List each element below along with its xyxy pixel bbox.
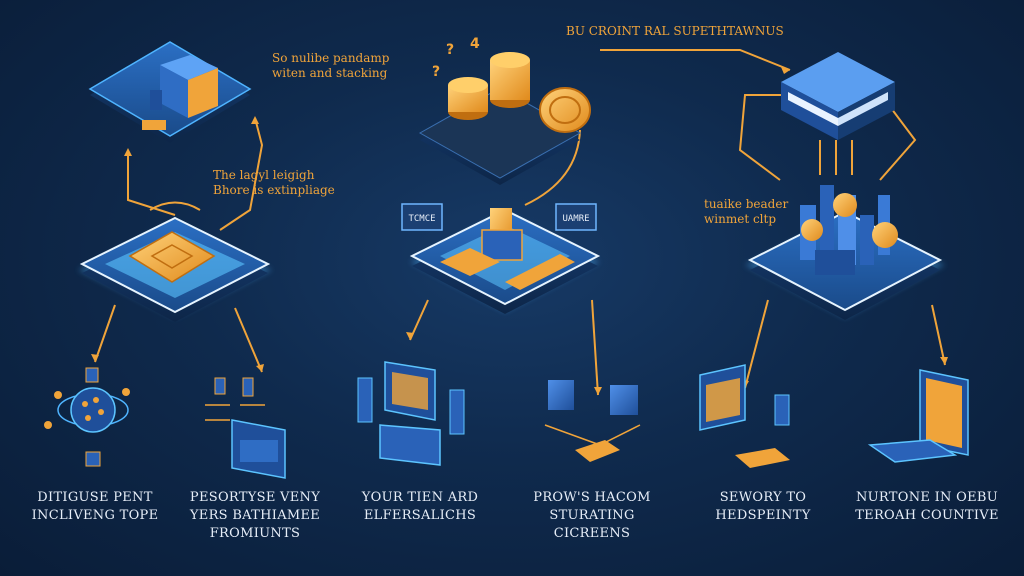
network-sphere-icon <box>44 367 130 467</box>
caption-line: FROMIUNTS <box>209 526 301 541</box>
note-top-left: So nulibe pandamp witen and stacking <box>272 51 389 81</box>
caption-line: STURATING <box>549 508 635 523</box>
caption-line: CICREENS <box>553 526 631 541</box>
coin-icon <box>539 87 591 133</box>
caption-line: YOUR TIEN ARD <box>361 490 479 505</box>
caption-line: PESORTYSE VENY <box>189 490 321 505</box>
caption-1: DITIGUSE PENT INCLIVENG TOPE <box>20 489 170 525</box>
connector-tl-loop <box>149 201 201 211</box>
note-mid-right: tuaike beader winmet cltp <box>704 197 788 227</box>
caption-line: ELFERSALICHS <box>363 508 477 523</box>
caption-line: DITIGUSE PENT <box>37 490 153 505</box>
caption-3: YOUR TIEN ARD ELFERSALICHS <box>345 489 495 525</box>
connector-r-bottomright <box>931 304 946 366</box>
connector-tl-right <box>219 117 264 231</box>
note-mid-left-line-1: The lagyl leigigh <box>213 168 315 182</box>
label-panel-right-text: UAMRE <box>562 214 589 224</box>
platform-top-left <box>88 41 252 143</box>
caption-2: PESORTYSE VENY YERS BATHIAMEE FROMIUNTS <box>180 489 330 543</box>
caption-line: INCLIVENG TOPE <box>31 508 159 523</box>
connector-l-bottomright <box>234 307 263 373</box>
caption-line: SEWORY TO <box>719 490 807 505</box>
connector-l-bottomleft <box>94 304 116 363</box>
label-panel-left <box>401 203 443 231</box>
note-top-center: BU CROINT RAL SUPETHTAWNUS <box>566 24 784 38</box>
laptop-icon <box>357 361 465 466</box>
caption-5: SEWORY TO HEDSPEINTY <box>688 489 838 525</box>
processor-chip-icon <box>128 231 216 283</box>
note-mid-left-line-2: Bhore is extinpliage <box>213 183 335 197</box>
platform-left <box>78 216 272 322</box>
caption-line: NURTONE IN OEBU <box>855 490 998 505</box>
server-block <box>781 52 895 140</box>
platform-center <box>409 208 601 314</box>
connector-r-left-loop <box>738 94 800 181</box>
caption-line: YERS BATHIAMEE <box>189 508 321 523</box>
dashboard-panel-icon <box>205 377 286 479</box>
label-panel-right <box>555 203 597 231</box>
connector-r-right-loop <box>879 99 917 181</box>
caption-4: PROW'S HACOM STURATING CICREENS <box>517 489 667 543</box>
connector-c-right <box>591 299 599 396</box>
arrowheads <box>91 67 948 395</box>
platform-right <box>745 185 945 320</box>
connector-tl-down <box>127 150 176 216</box>
note-mid-right-line-2: winmet cltp <box>704 212 777 226</box>
connector-r-bottomleft <box>744 299 769 389</box>
padlock-icon <box>481 208 523 261</box>
note-top-left-line-2: witen and stacking <box>272 66 388 80</box>
monitor-icon <box>699 364 790 468</box>
note-mid-left: The lagyl leigigh Bhore is extinpliage <box>213 168 335 198</box>
database-cubes-icon <box>544 380 641 462</box>
note-top-left-line-1: So nulibe pandamp <box>272 51 390 65</box>
storage-box-icon <box>150 55 218 118</box>
connector-server-down <box>819 140 853 175</box>
keyboard-icon <box>440 248 575 290</box>
caption-line: HEDSPEINTY <box>715 508 811 523</box>
number-glyph: 4 <box>470 36 480 52</box>
coin-stack-icon <box>448 52 530 120</box>
coin-icon <box>801 193 898 248</box>
caption-line: TEROAH COUNTIVE <box>855 508 999 523</box>
question-mark-glyph: ? <box>432 64 441 80</box>
circuit-chip-icon <box>142 120 166 130</box>
note-mid-right-line-1: tuaike beader <box>704 197 789 211</box>
caption-6: NURTONE IN OEBU TEROAH COUNTIVE <box>852 489 1002 525</box>
platform-top-center <box>418 52 591 185</box>
question-mark-glyph: ? <box>446 42 455 58</box>
tablet-icon <box>867 369 969 463</box>
caption-line: PROW'S HACOM <box>533 490 651 505</box>
connector-top-arrow <box>600 49 791 71</box>
label-panel-left-text: TCMCE <box>408 214 435 224</box>
